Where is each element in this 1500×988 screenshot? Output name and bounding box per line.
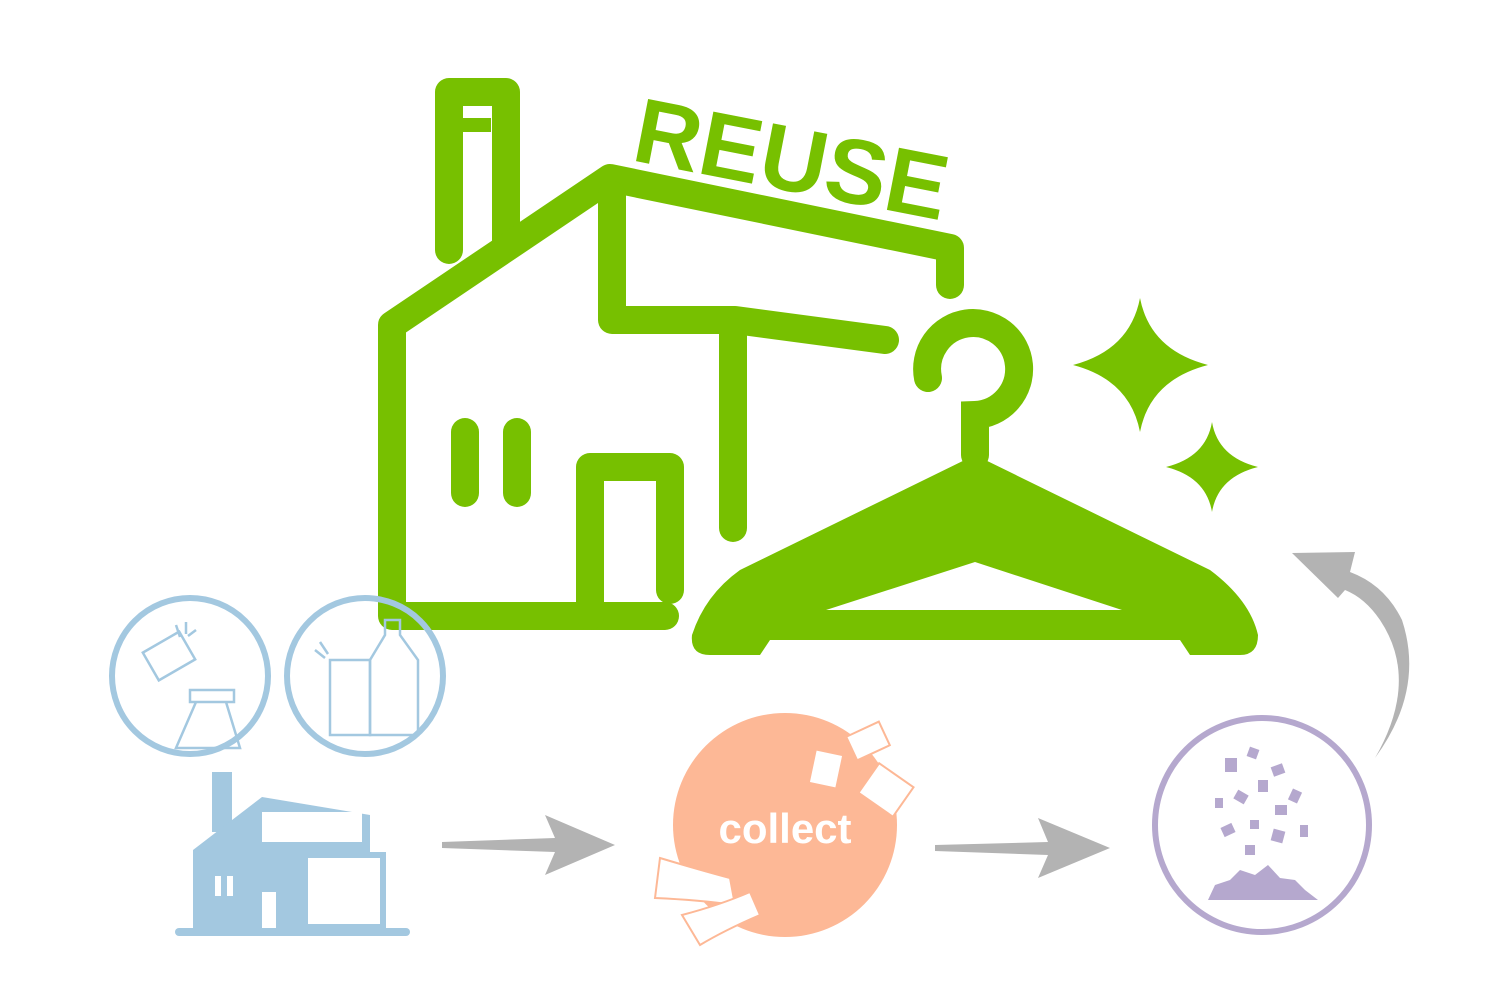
reuse-house-icon: [378, 78, 964, 630]
bottle-cap-bubble: [109, 595, 271, 757]
collect-circle: collect: [653, 713, 915, 947]
arrow-right-icon: [442, 815, 615, 875]
pet-bottle-bubble: [284, 595, 446, 757]
factory-icon: [175, 772, 410, 936]
collect-label: collect: [718, 805, 851, 852]
arrow-right-icon: [935, 818, 1110, 878]
sparkle-small-icon: [1166, 422, 1258, 512]
curved-arrow-icon: [1292, 552, 1410, 758]
hanger-icon: [691, 309, 1258, 655]
sparkle-icon: [1073, 298, 1208, 432]
flakes-circle: [1152, 715, 1372, 935]
